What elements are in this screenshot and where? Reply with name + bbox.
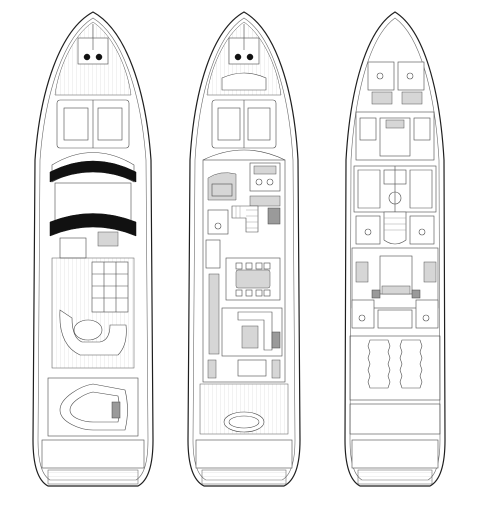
plan-flybridge bbox=[32, 11, 154, 487]
aft-deck-main bbox=[195, 439, 293, 469]
main-windscreen bbox=[202, 149, 286, 161]
ensuite-stbd bbox=[409, 215, 435, 245]
lazarette bbox=[349, 403, 441, 435]
anchor-winch-left bbox=[234, 53, 242, 61]
flybridge-bar bbox=[91, 261, 129, 313]
aft-cockpit-sunpad bbox=[223, 411, 265, 433]
hull-outline-lower bbox=[344, 11, 446, 487]
foredeck-seat bbox=[221, 72, 267, 91]
anchor-winch-left bbox=[83, 53, 91, 61]
swim-platform-main bbox=[201, 469, 287, 485]
bimini-front bbox=[49, 160, 137, 183]
pilothouse-helm bbox=[207, 172, 237, 201]
flybridge-lounge bbox=[59, 309, 127, 356]
superstructure bbox=[202, 159, 286, 383]
main-stairs bbox=[231, 205, 259, 233]
port-settee bbox=[205, 239, 221, 269]
crew-quarters bbox=[367, 61, 425, 105]
engine-room bbox=[349, 335, 441, 401]
plan-lower-deck bbox=[344, 11, 446, 487]
swim-platform-flybridge bbox=[47, 469, 139, 485]
ensuite-port bbox=[355, 215, 381, 245]
tender-console bbox=[111, 401, 121, 419]
sunpad-cushion-right bbox=[247, 107, 271, 141]
wc-stbd bbox=[418, 228, 426, 236]
sideboard-right bbox=[271, 359, 281, 379]
aft-deck-flybridge bbox=[41, 439, 145, 469]
swim-platform-lower bbox=[357, 469, 433, 485]
sunpad-cushion-right bbox=[97, 107, 123, 141]
day-head bbox=[207, 209, 229, 235]
sideboard-left bbox=[207, 359, 217, 379]
saloon bbox=[208, 273, 283, 357]
vip-cabin bbox=[355, 111, 435, 161]
guest-cabins bbox=[353, 165, 437, 213]
sunpad-inner bbox=[228, 415, 260, 429]
sunpad-cushion-left bbox=[217, 107, 241, 141]
dining-area bbox=[225, 257, 281, 301]
flybridge-table bbox=[73, 319, 103, 341]
aft-deck-lower bbox=[351, 439, 439, 469]
aft-sideboard bbox=[237, 359, 267, 377]
anchor-winch-right bbox=[95, 53, 103, 61]
plan-main-deck bbox=[187, 11, 301, 487]
bimini-rear bbox=[49, 213, 137, 237]
galley bbox=[249, 162, 281, 225]
lower-stairs bbox=[383, 211, 407, 245]
tender-cradle bbox=[47, 377, 139, 437]
master-bath bbox=[351, 299, 439, 329]
master-cabin bbox=[351, 247, 439, 309]
helm-seat bbox=[97, 231, 119, 247]
head-wc bbox=[214, 222, 222, 230]
wc-port bbox=[364, 228, 372, 236]
anchor-winch-right bbox=[246, 53, 254, 61]
sunpad-cushion-left bbox=[63, 107, 89, 141]
